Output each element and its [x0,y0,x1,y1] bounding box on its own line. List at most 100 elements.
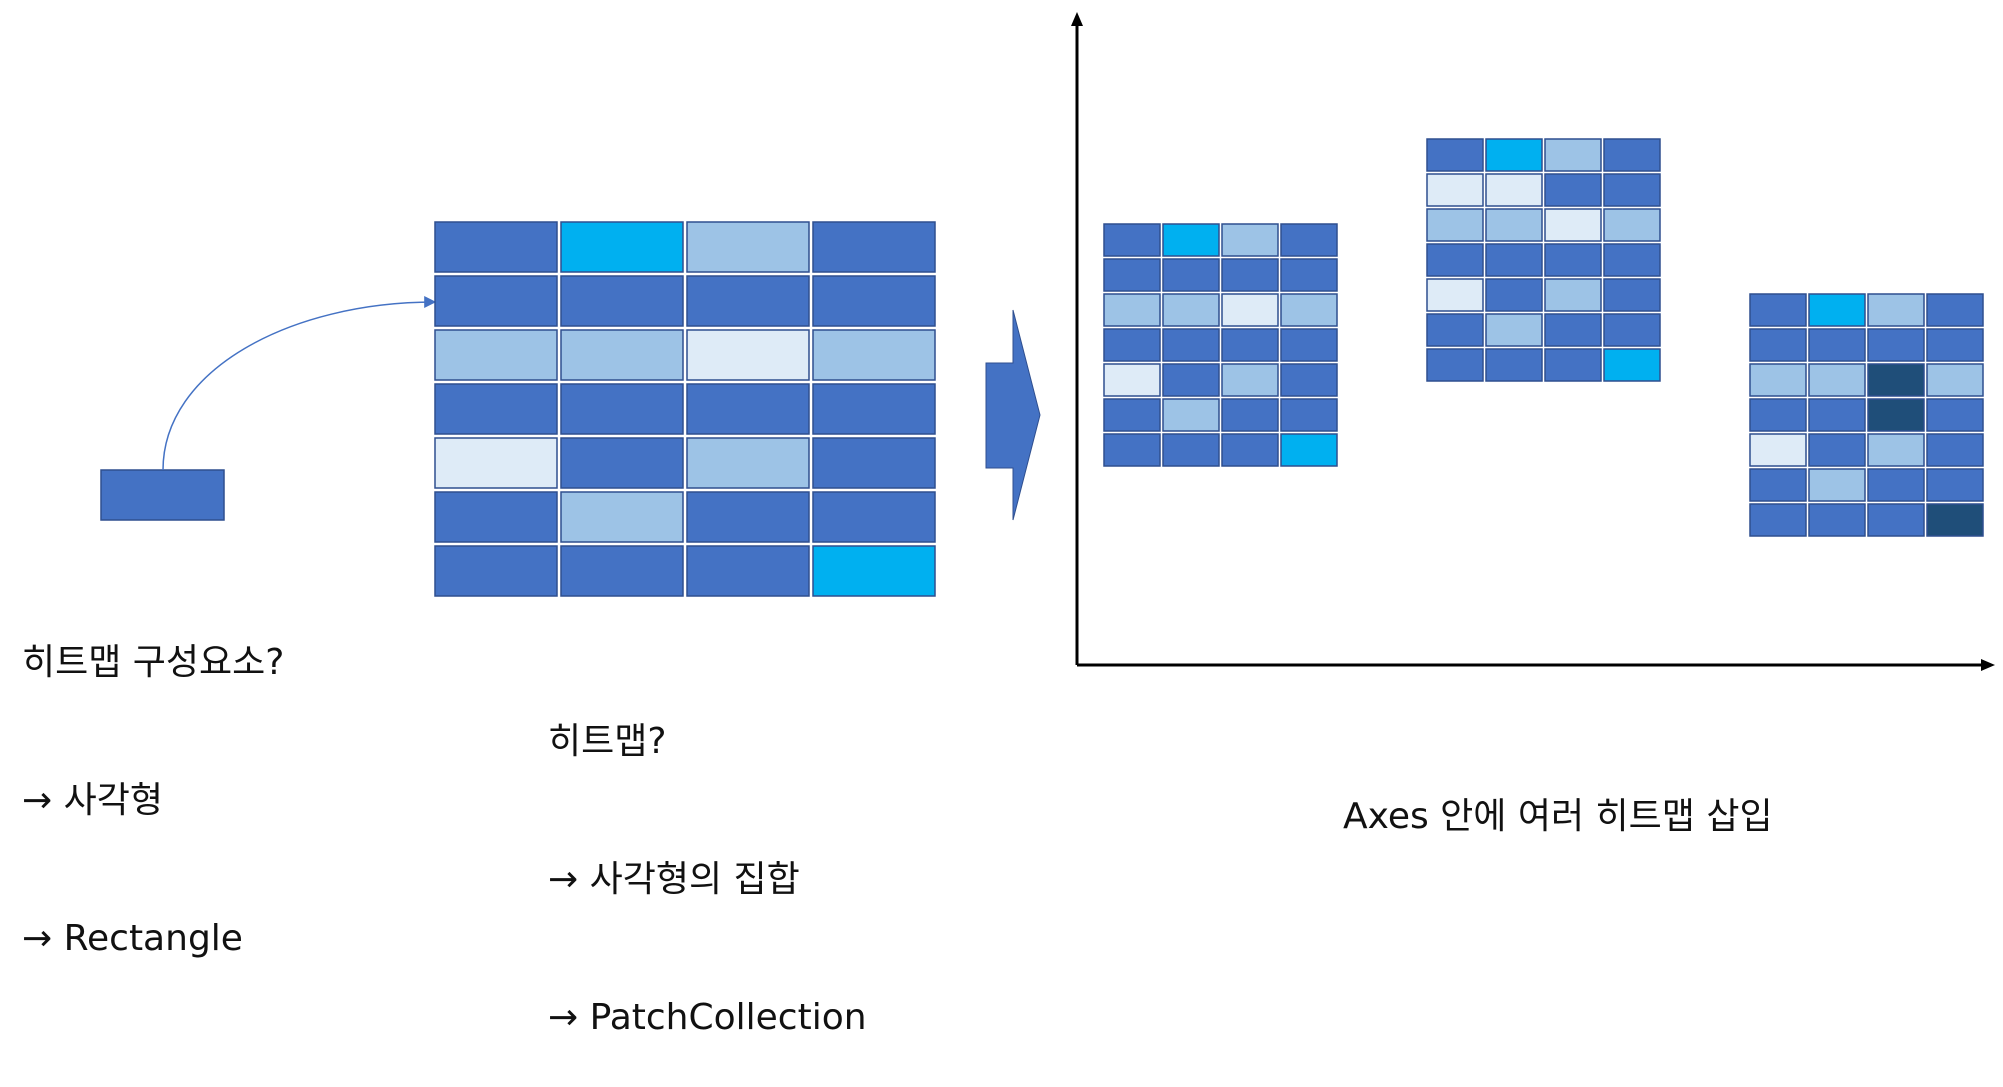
component-label-line-2: → 사각형 [22,780,163,821]
heatmap-cell [1426,313,1484,347]
heatmap-cell [1103,363,1161,397]
heatmap-cell [1162,223,1220,257]
heatmap-cell [1221,363,1279,397]
axes-heatmap-2 [1426,138,1661,382]
heatmap-cell [1749,328,1807,362]
axes-heatmap-1 [1103,223,1338,467]
heatmap-cell [1808,328,1866,362]
heatmap-cell [1485,243,1543,277]
heatmap-cell [1280,398,1338,432]
heatmap-cell [812,275,936,327]
heatmap-cell [686,221,810,273]
heatmap-cell [686,383,810,435]
heatmap-cell [560,545,684,597]
heatmap-cell [1808,293,1866,327]
heatmap-cell [560,275,684,327]
heatmap-cell [686,329,810,381]
heatmap-cell [1426,208,1484,242]
heatmap-cell [560,437,684,489]
heatmap-cell [560,329,684,381]
heatmap-cell [1808,398,1866,432]
heatmap-cell [1280,293,1338,327]
axes-label: Axes 안에 여러 히트맵 삽입 [1343,702,1773,886]
heatmap-cell [812,545,936,597]
heatmap-cell [812,437,936,489]
heatmap-cell [1221,398,1279,432]
heatmap-cell [1485,208,1543,242]
heatmap-cell [1867,293,1925,327]
axes-heatmap-3 [1749,293,1984,537]
heatmap-cell [1808,363,1866,397]
heatmap-cell [1603,173,1661,207]
heatmap-label-line-2: → 사각형의 집합 [548,859,800,900]
heatmap-cell [1103,293,1161,327]
heatmap-cell [1603,208,1661,242]
heatmap-cell [1162,363,1220,397]
heatmap-cell [1544,243,1602,277]
heatmap-cell [1808,503,1866,537]
heatmap-cell [812,383,936,435]
heatmap-cell [1926,328,1984,362]
heatmap-cell [1426,348,1484,382]
heatmap-cell [434,329,558,381]
heatmap-cell [560,221,684,273]
heatmap-cell [812,221,936,273]
block-right-arrow [985,309,1041,521]
heatmap-cell [1867,433,1925,467]
heatmap-cell [1221,223,1279,257]
heatmap-cell [1103,398,1161,432]
heatmap-cell [1926,468,1984,502]
heatmap-cell [1280,433,1338,467]
heatmap-cell [1544,138,1602,172]
heatmap-cell [1749,293,1807,327]
heatmap-cell [1221,293,1279,327]
heatmap-cell [1749,503,1807,537]
heatmap-cell [434,545,558,597]
heatmap-cell [1867,503,1925,537]
component-label-line-1: 히트맵 구성요소? [22,642,285,683]
heatmap-cell [1749,433,1807,467]
heatmap-cell [686,275,810,327]
main-heatmap [434,221,936,597]
heatmap-cell [812,329,936,381]
heatmap-cell [434,437,558,489]
heatmap-cell [1926,363,1984,397]
heatmap-cell [1103,433,1161,467]
component-label-line-3: → Rectangle [22,918,243,959]
heatmap-cell [1485,278,1543,312]
heatmap-cell [686,545,810,597]
axes-label-text: Axes 안에 여러 히트맵 삽입 [1343,796,1773,837]
heatmap-cell [1926,433,1984,467]
heatmap-cell [1603,243,1661,277]
heatmap-cell [1603,313,1661,347]
heatmap-cell [1221,258,1279,292]
heatmap-cell [1162,433,1220,467]
heatmap-cell [1926,293,1984,327]
heatmap-cell [1485,313,1543,347]
heatmap-cell [1867,363,1925,397]
heatmap-cell [1485,138,1543,172]
heatmap-cell [1808,468,1866,502]
heatmap-cell [1544,313,1602,347]
heatmap-cell [1221,433,1279,467]
heatmap-cell [1485,348,1543,382]
heatmap-cell [1221,328,1279,362]
heatmap-label: 히트맵? → 사각형의 집합 → PatchCollection [548,627,867,1087]
heatmap-cell [1426,243,1484,277]
heatmap-cell [1749,398,1807,432]
heatmap-cell [434,383,558,435]
diagram-canvas [100,12,1995,671]
heatmap-cell [1749,468,1807,502]
heatmap-cell [1749,363,1807,397]
heatmap-cell [686,437,810,489]
heatmap-cell [434,221,558,273]
heatmap-cell [1867,468,1925,502]
heatmap-cell [1103,258,1161,292]
heatmap-cell [1926,398,1984,432]
heatmap-cell [1280,223,1338,257]
axes [1071,12,1995,671]
heatmap-cell [1103,223,1161,257]
heatmap-cell [1280,363,1338,397]
heatmap-cell [812,491,936,543]
heatmap-cell [1162,398,1220,432]
